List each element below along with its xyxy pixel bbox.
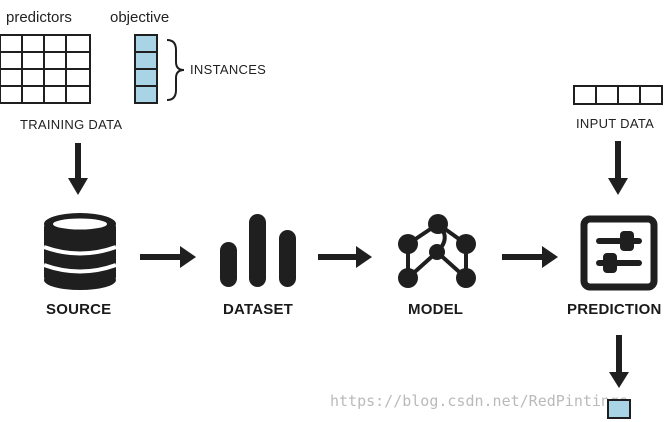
instances-label: INSTANCES [190,62,267,77]
training-data-grid [0,34,91,104]
database-icon [43,213,117,290]
output-box [607,399,631,419]
sliders-icon [580,215,658,291]
source-label: SOURCE [46,301,112,318]
model-label: MODEL [408,301,464,318]
arrow-training-to-source [68,143,88,195]
dataset-label: DATASET [223,301,294,318]
bar-chart-icon [220,214,296,287]
instances-brace [166,39,185,101]
arrow-model-to-prediction [502,246,558,268]
input-data-grid [573,85,663,105]
objective-column [134,34,158,104]
input-data-label: INPUT DATA [576,116,655,131]
arrow-dataset-to-model [318,246,372,268]
training-data-label: TRAINING DATA [20,117,123,132]
watermark: https://blog.csdn.net/RedPintings [330,392,629,410]
arrow-input-to-prediction [608,141,628,195]
arrow-source-to-dataset [140,246,196,268]
tree-network-icon [398,214,476,288]
objective-label: objective [110,9,170,26]
arrow-prediction-to-output [609,335,629,388]
prediction-label: PREDICTION [567,301,662,318]
predictors-label: predictors [6,9,72,26]
